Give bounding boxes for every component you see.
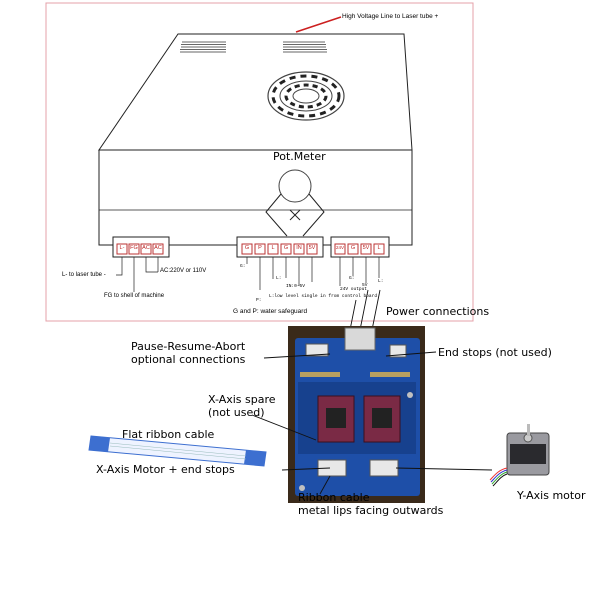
terminal-label: P xyxy=(258,245,262,251)
psu-frame xyxy=(45,2,474,322)
l2-small-label: L: xyxy=(378,279,384,284)
vent-left xyxy=(180,41,226,53)
terminal-block-right xyxy=(330,236,390,258)
psu-top xyxy=(98,33,413,151)
ac-label: AC:220V or 110V xyxy=(160,268,207,274)
pot-meter-label: Pot.Meter xyxy=(273,150,326,163)
x-axis-motor-label: X-Axis Motor + end stops xyxy=(96,463,235,476)
pause-resume-label: Pause-Resume-Abort optional connections xyxy=(131,340,246,366)
5v-small-label: 5V xyxy=(362,283,368,288)
24v-output-label: 24V output xyxy=(340,287,368,292)
high-voltage-line xyxy=(295,16,342,33)
terminal-label: AC xyxy=(154,245,162,251)
power-wires xyxy=(349,289,381,331)
potentiometer-icon xyxy=(278,169,312,203)
terminal-label: 5V xyxy=(308,245,316,251)
l-minus-label: L- to laser tube - xyxy=(62,272,106,278)
y-axis-motor-icon xyxy=(489,424,550,487)
ribbon-cable-label: Ribbon cable metal lips facing outwards xyxy=(298,491,444,517)
flat-ribbon-label: Flat ribbon cable xyxy=(122,428,215,441)
fan-icon xyxy=(267,71,345,121)
hv-line-label: High Voltage Line to Laser tube + xyxy=(342,13,439,20)
g-small-label: G: xyxy=(240,264,246,269)
ribbon-cable-line1: Ribbon cable xyxy=(298,491,370,504)
in-voltage-label: IN:0-5V xyxy=(286,284,305,289)
pot-wires xyxy=(265,193,325,237)
terminal-label: L xyxy=(271,245,275,251)
terminal-label: L xyxy=(377,245,381,251)
terminal-label: AC xyxy=(142,245,150,251)
terminal-label: 5V xyxy=(362,245,370,251)
l-level-label: L:low level single in from control board xyxy=(269,294,378,299)
vent-right xyxy=(283,41,327,53)
end-stops-label: End stops (not used) xyxy=(438,346,552,359)
terminal-leaders xyxy=(116,257,380,292)
terminal-label: IN xyxy=(296,245,302,251)
pause-resume-line2: optional connections xyxy=(131,352,246,366)
terminal-label: FG xyxy=(130,245,138,251)
terminal-block-left xyxy=(112,236,170,258)
y-axis-motor-label: Y-Axis motor xyxy=(517,489,586,502)
pause-resume-line1: Pause-Resume-Abort xyxy=(131,340,246,353)
terminal-label: G xyxy=(350,245,356,251)
terminal-block-mid xyxy=(236,236,324,258)
terminal-label: G xyxy=(244,245,250,251)
water-safeguard-label: G and P: water safeguard xyxy=(233,308,308,315)
fg-label: FG to shell of machine xyxy=(104,293,165,299)
controller-board xyxy=(288,326,425,503)
l-small-label: L: xyxy=(276,276,282,281)
terminal-label: G xyxy=(283,245,289,251)
ribbon-cable-line2: metal lips facing outwards xyxy=(298,503,444,517)
g2-small-label: G: xyxy=(349,276,355,281)
x-axis-spare-line1: X-Axis spare xyxy=(208,393,276,406)
callout-leaders xyxy=(251,351,493,495)
p-small-label: P: xyxy=(256,298,262,303)
x-axis-spare-line2: (not used) xyxy=(208,405,265,419)
terminal-label: L- xyxy=(119,245,125,251)
flat-ribbon-cable xyxy=(88,435,267,467)
power-connections-label: Power connections xyxy=(386,305,490,318)
terminal-label: 24V xyxy=(335,245,344,250)
psu-front xyxy=(98,149,413,246)
x-axis-spare-label: X-Axis spare (not used) xyxy=(208,393,276,419)
